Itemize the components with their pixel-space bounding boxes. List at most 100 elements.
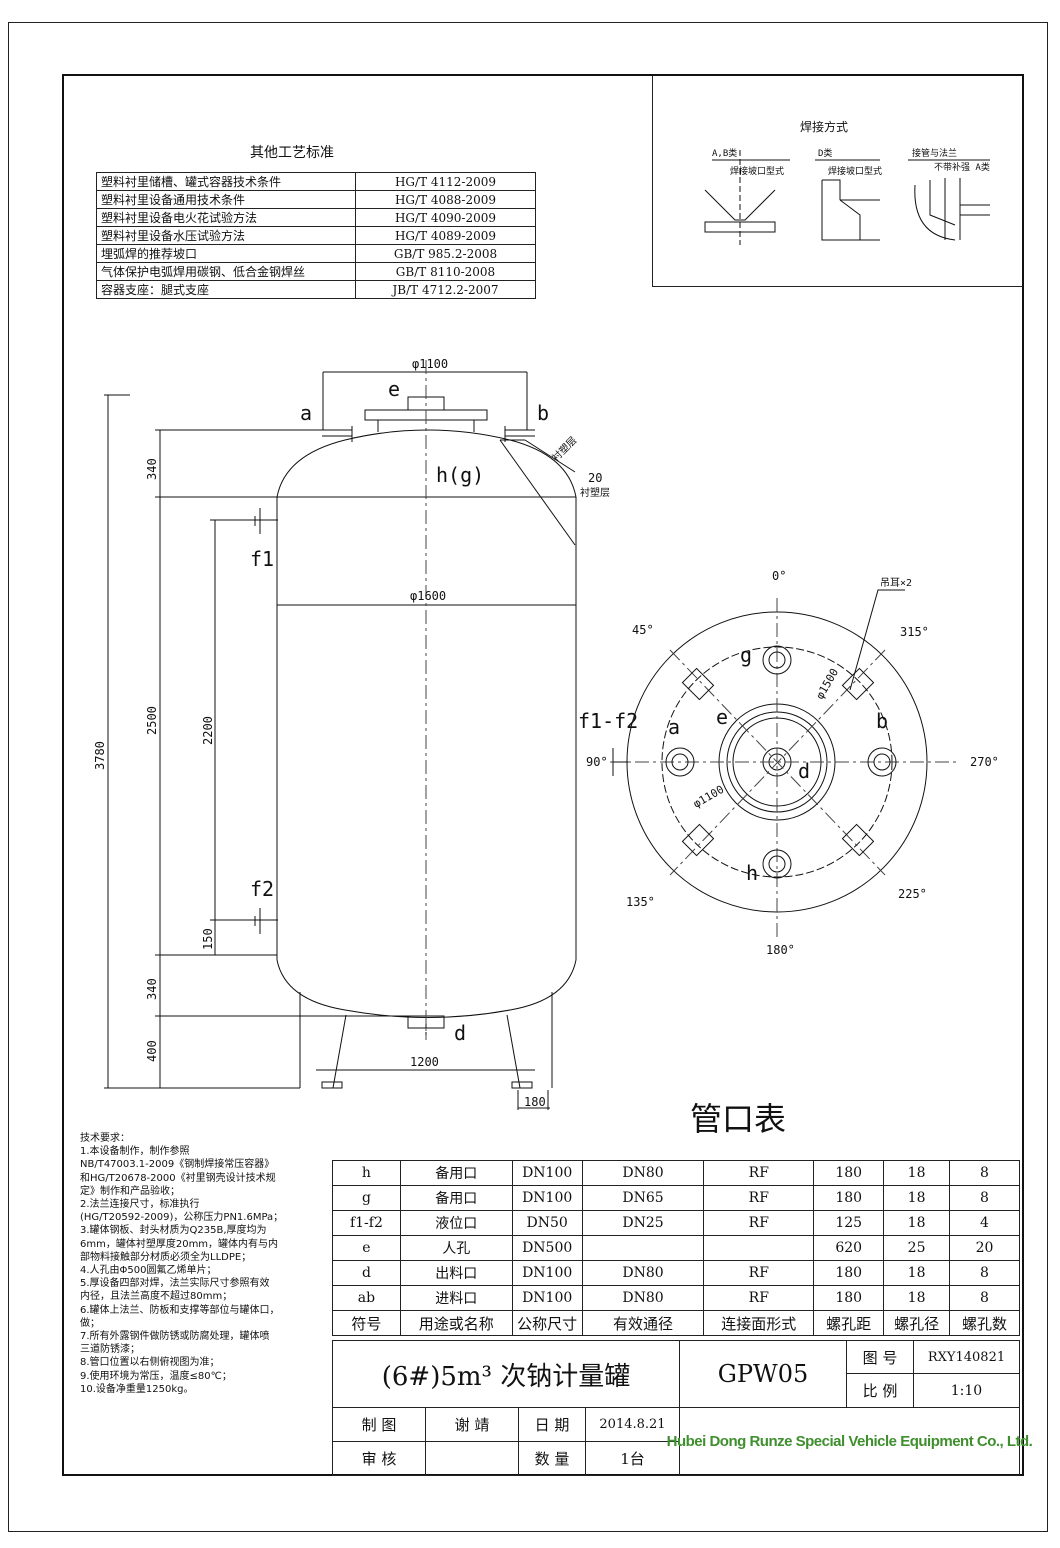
nozzle-cell: ab [332,1285,401,1311]
vessel-plan [610,589,960,940]
dim-head-bottom: 340 [145,978,159,1000]
nozzle-cell: DN80 [581,1260,705,1286]
note-line: NB/T47003.1-2009《钢制焊接常压容器》 [80,1159,275,1171]
nozzle-cell: d [332,1260,401,1286]
nozzle-cell: 备用口 [399,1185,513,1211]
label-f1: f1 [250,547,274,571]
lining-name-2: 衬塑层 [549,434,579,464]
nozzle-table-title: 管口表 [690,1100,787,1138]
nozzle-header-cell: 螺孔数 [949,1310,1020,1336]
nozzle-cell: DN100 [511,1260,583,1286]
plan-label-a: a [668,715,680,739]
weld-d1: A,B类 [712,147,737,159]
standard-name: 埋弧焊的推荐坡口 [96,244,356,263]
nozzle-cell: 620 [813,1235,885,1261]
nozzle-cell: g [332,1185,401,1211]
weld-d1-sub: 焊接坡口型式 [730,165,784,177]
nozzle-cell: 8 [949,1285,1020,1311]
nozzle-cell: DN50 [511,1210,583,1236]
nozzle-cell: DN80 [581,1160,705,1186]
nozzle-cell [703,1235,815,1261]
note-line: (HG/T20592-2009)，公称压力PN1.6MPa； [80,1212,284,1224]
nozzle-cell: RF [703,1210,815,1236]
nozzle-header-cell: 公称尺寸 [511,1310,583,1336]
note-line: 6mm，罐体衬塑厚度20mm，罐体内有与内 [80,1238,279,1250]
nozzle-cell: DN80 [581,1285,705,1311]
standard-code: JB/T 4712.2-2007 [355,280,536,299]
nozzle-cell: 25 [883,1235,951,1261]
qty-label: 数 量 [518,1441,586,1476]
nozzle-cell: 180 [813,1160,885,1186]
deg-45: 45° [632,623,654,637]
technical-notes: 技术要求： 1.本设备制作，制作参照 NB/T47003.1-2009《钢制焊接常… [80,1132,330,1396]
standard-code: HG/T 4088-2009 [355,190,536,209]
nozzle-cell: 8 [949,1185,1020,1211]
note-line: 9.使用环境为常压，温度≤80℃； [80,1370,232,1382]
note-line: 4.人孔由Φ500圆氟乙烯单片； [80,1265,217,1277]
note-line: 5.厚设备四部对焊，法兰实际尺寸参照有效 [80,1278,270,1290]
note-line: 1.本设备制作，制作参照 [80,1146,190,1158]
dim-legs: 400 [145,1040,159,1062]
standard-code: GB/T 8110-2008 [355,262,536,281]
date-label: 日 期 [518,1407,586,1442]
plan-label-f: f1-f2 [578,709,638,733]
deg-135: 135° [626,895,655,909]
weld-d2-sub: 焊接坡口型式 [828,165,882,177]
welding-title: 焊接方式 [800,120,849,134]
drawing-name: (6#)5m³ 次钠计量罐 [332,1340,680,1408]
nozzle-cell: e [332,1235,401,1261]
deg-225: 225° [898,887,927,901]
note-line: 8.管口位置以右侧俯视图为准； [80,1357,220,1369]
standard-name: 塑料衬里设备电火花试验方法 [96,208,356,227]
nozzle-cell: 8 [949,1160,1020,1186]
deg-0: 0° [772,569,786,583]
deg-270: 270° [970,755,999,769]
nozzle-cell: 4 [949,1210,1020,1236]
nozzle-cell: 180 [813,1260,885,1286]
standard-code: GB/T 985.2-2008 [355,244,536,263]
note-line: 定》制作和产品验收； [80,1185,180,1197]
dia-shell-label: φ1600 [410,589,446,603]
drawing-number: GPW05 [679,1340,847,1408]
leg-width-label: 180 [524,1095,546,1109]
plan-label-e: e [716,705,728,729]
nozzle-cell: 人孔 [399,1235,513,1261]
nozzle-cell: 18 [883,1260,951,1286]
weld-d2: D类 [818,147,832,159]
note-line: 做； [80,1317,100,1329]
nozzle-cell: RF [703,1185,815,1211]
welding-box [652,76,1023,287]
nozzle-cell: 液位口 [399,1210,513,1236]
dim-total: 3780 [93,741,107,770]
nozzle-cell: DN500 [511,1235,583,1261]
nozzle-cell: 8 [949,1260,1020,1286]
nozzle-cell: 进料口 [399,1285,513,1311]
drawn-label: 制 图 [332,1407,426,1442]
nozzle-cell: 180 [813,1285,885,1311]
manhole-dia: φ1100 [691,783,726,811]
drawn-value: 谢 靖 [425,1407,519,1442]
dim-head-top: 340 [145,458,159,480]
note-line: 三道防锈漆； [80,1344,140,1356]
lug-note: 吊耳×2 [880,577,912,589]
figure-value: RXY140821 [913,1340,1020,1374]
nozzle-header-cell: 连接面形式 [703,1310,815,1336]
scale-value: 1:10 [913,1373,1020,1408]
nozzle-cell: DN65 [581,1185,705,1211]
weld-d3-sub: 不带补强 A类 [934,161,990,173]
weld-d3: 接管与法兰 [912,147,957,159]
nozzle-cell: RF [703,1160,815,1186]
note-line: 技术要求： [80,1133,130,1144]
nozzle-header-row: 符号用途或名称公称尺寸有效通径连接面形式螺孔距螺孔径螺孔数 [332,1310,1020,1336]
vessel-elevation [104,360,577,1110]
note-line: 10.设备净重量1250kg。 [80,1383,194,1395]
